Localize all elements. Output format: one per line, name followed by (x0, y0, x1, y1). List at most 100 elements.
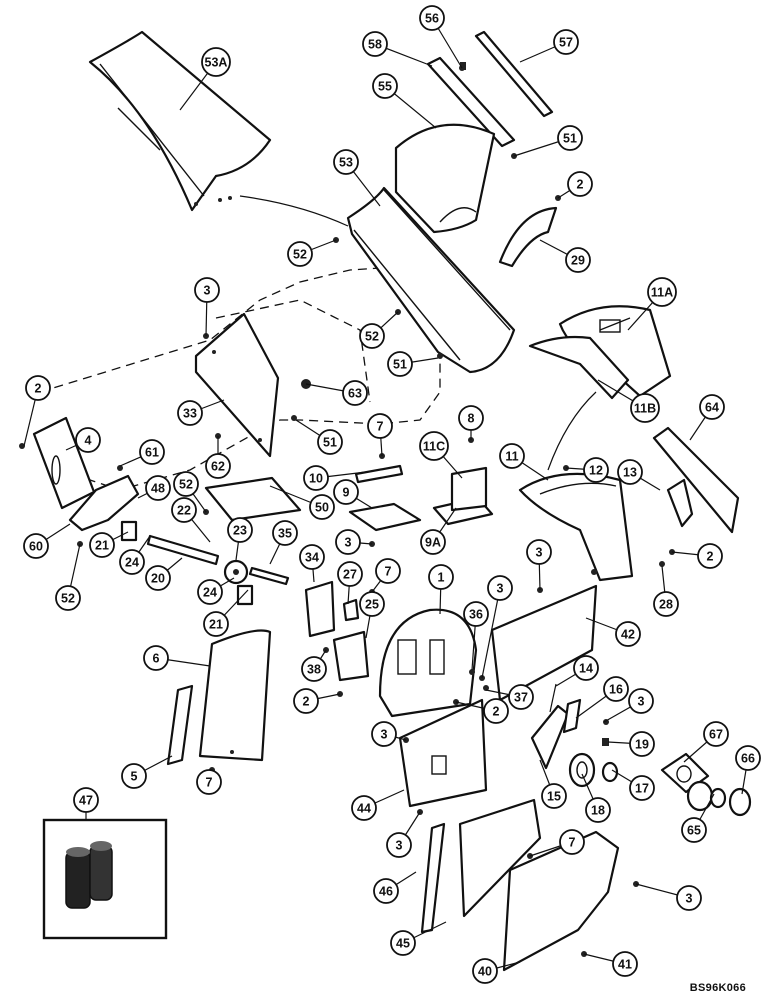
part-18-bearing (568, 752, 596, 788)
callout-11C: 11C (419, 431, 463, 479)
callout-bubble (359, 323, 385, 349)
callout-label: 33 (183, 407, 197, 421)
callout-bubble (653, 591, 679, 617)
callout-bubble (617, 459, 643, 485)
callout-5: 5 (121, 755, 173, 789)
callout-12: 12 (565, 457, 609, 483)
callout-bubble (337, 561, 363, 587)
callout-label: 3 (381, 728, 388, 742)
callout-2: 2 (557, 171, 593, 199)
callout-label: 21 (95, 539, 109, 553)
callout-bubble (676, 885, 702, 911)
callout-bubble (287, 241, 313, 267)
callout-27: 27 (337, 561, 363, 605)
callout-bubble (428, 564, 454, 590)
callout-58: 58 (362, 31, 433, 67)
callout-label: 52 (61, 592, 75, 606)
callout-label: 14 (579, 662, 593, 676)
callout-label: 48 (151, 482, 165, 496)
callout-41: 41 (583, 951, 638, 977)
callout-bubble (458, 405, 484, 431)
part-57-rod (474, 30, 554, 118)
callout-label: 7 (385, 565, 392, 579)
callout-11B: 11B (597, 379, 660, 423)
callout-bubble (472, 958, 498, 984)
callout-53A: 53A (179, 47, 231, 111)
callout-bubble (499, 443, 525, 469)
callout-bubble (573, 655, 599, 681)
callout-bubble (373, 878, 399, 904)
callout-53: 53 (333, 149, 381, 207)
callout-bubble (145, 565, 171, 591)
callout-bubble (583, 457, 609, 483)
callout-label: 15 (547, 790, 561, 804)
part-10-bar (354, 464, 404, 484)
callout-bubble (526, 539, 552, 565)
part-5-strip (166, 684, 194, 766)
callout-label: 24 (203, 586, 217, 600)
callout-3: 3 (194, 277, 220, 337)
part-14-bolt (549, 683, 557, 713)
callout-label: 46 (379, 885, 393, 899)
callout-bubble (508, 684, 534, 710)
callout-bubble (143, 645, 169, 671)
callout-bubble (293, 688, 319, 714)
part-27-clip (342, 598, 360, 622)
callout-label: 35 (278, 527, 292, 541)
callout-50: 50 (269, 485, 335, 520)
callout-21: 21 (89, 531, 129, 558)
callout-2: 2 (293, 688, 341, 714)
callout-label: 11C (423, 440, 445, 454)
callout-label: 47 (79, 794, 93, 808)
callout-bubble (703, 721, 729, 747)
part-44-panel (398, 698, 488, 808)
part-53-chute (346, 186, 516, 374)
callout-label: 2 (35, 382, 42, 396)
callout-51: 51 (513, 125, 583, 157)
callout-bubble (371, 721, 397, 747)
callout-bubble (697, 543, 723, 569)
callout-label: 52 (179, 478, 193, 492)
callout-4: 4 (65, 427, 101, 453)
callout-label: 53A (205, 56, 228, 70)
callout-label: 60 (29, 540, 43, 554)
callout-bubble (463, 601, 489, 627)
callout-label: 7 (569, 836, 576, 850)
part-64-angle (652, 426, 740, 534)
callout-label: 19 (635, 738, 649, 752)
callout-bubble (227, 517, 253, 543)
callout-label: 3 (638, 695, 645, 709)
callout-22: 22 (171, 497, 211, 543)
callout-62: 62 (205, 436, 231, 479)
callout-51: 51 (295, 419, 343, 455)
callout-bubble (335, 529, 361, 555)
callout-label: 50 (315, 501, 329, 515)
callout-label: 53 (339, 156, 353, 170)
part-34-plate (304, 580, 336, 638)
callout-label: 40 (478, 965, 492, 979)
callout-bubble (177, 400, 203, 426)
callout-1: 1 (428, 564, 454, 615)
callout-label: 62 (211, 460, 225, 474)
callout-35: 35 (269, 520, 298, 565)
part-60-bracket (68, 474, 140, 532)
part-25-plate (332, 630, 370, 682)
callout-bubble (386, 832, 412, 858)
callout-bubble (299, 544, 325, 570)
callout-bubble (420, 529, 446, 555)
callout-7: 7 (196, 769, 222, 795)
callout-7: 7 (367, 413, 393, 457)
callout-51: 51 (387, 351, 439, 377)
callout-55: 55 (372, 73, 437, 129)
callout-bubble (483, 698, 509, 724)
callout-3: 3 (386, 811, 421, 858)
callout-bubble (145, 475, 171, 501)
callout-bubble (73, 787, 99, 813)
callout-9A: 9A (420, 507, 457, 555)
callout-label: 64 (705, 401, 719, 415)
callout-label: 20 (151, 572, 165, 586)
callout-2: 2 (455, 698, 509, 724)
callout-21: 21 (203, 589, 249, 637)
callout-label: 51 (393, 358, 407, 372)
